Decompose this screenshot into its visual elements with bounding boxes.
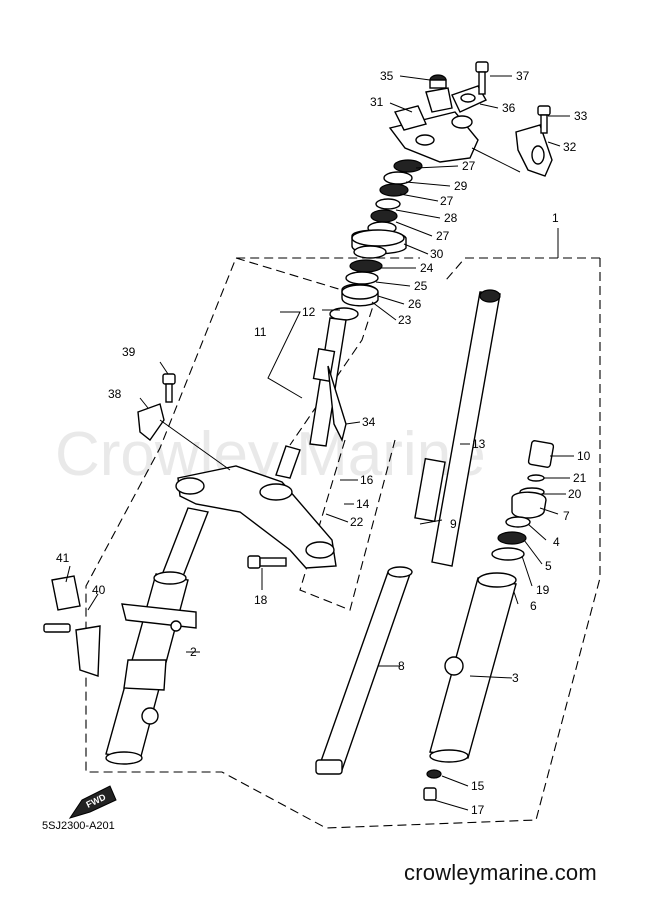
callout-39: 39 [122, 345, 136, 359]
callout-25: 25 [414, 279, 428, 293]
nut-35 [429, 74, 447, 89]
callout-31: 31 [370, 95, 384, 109]
fork-tube-left-inner [315, 289, 501, 775]
callout-21: 21 [573, 471, 587, 485]
callout-10: 10 [577, 449, 591, 463]
callout-19: 19 [536, 583, 550, 597]
callout-40: 40 [92, 583, 106, 597]
fork-tube-right [423, 440, 555, 801]
holder-32 [515, 124, 553, 177]
left-fork [105, 507, 209, 765]
callout-15: 15 [471, 779, 485, 793]
callout-30: 30 [430, 247, 444, 261]
bolt-18 [247, 555, 287, 569]
callout-16: 16 [360, 473, 374, 487]
callout-26: 26 [408, 297, 422, 311]
upper-bracket [388, 87, 479, 163]
callout-6: 6 [530, 599, 537, 613]
callout-1: 1 [552, 211, 559, 225]
callout-7: 7 [563, 509, 570, 523]
holder-36 [451, 85, 487, 113]
assembly-outline-2 [235, 257, 376, 446]
lower-bracket [175, 307, 359, 569]
callouts: 1 2 3 4 5 6 7 8 9 10 11 12 13 14 15 16 1… [56, 69, 591, 817]
leader-lines [65, 75, 574, 811]
callout-5: 5 [545, 559, 552, 573]
callout-9: 9 [450, 517, 457, 531]
callout-4: 4 [553, 535, 560, 549]
callout-14: 14 [356, 497, 370, 511]
steering-stack [341, 159, 423, 307]
bracket-40-41 [43, 575, 101, 677]
callout-18: 18 [254, 593, 268, 607]
fwd-arrow-icon: FWD [68, 785, 117, 819]
bolt-37 [475, 61, 489, 95]
callout-28: 28 [444, 211, 458, 225]
callout-20: 20 [568, 487, 582, 501]
bolt-33 [537, 105, 551, 134]
callout-32: 32 [563, 140, 577, 154]
clamp-38 [137, 403, 165, 442]
callout-24: 24 [420, 261, 434, 275]
callout-38: 38 [108, 387, 122, 401]
callout-23: 23 [398, 313, 412, 327]
site-url: crowleymarine.com [404, 860, 597, 885]
callout-27b: 27 [440, 194, 454, 208]
callout-22: 22 [350, 515, 364, 529]
assembly-outline-4 [299, 439, 396, 611]
callout-12: 12 [302, 305, 316, 319]
callout-34: 34 [362, 415, 376, 429]
bolt-39 [162, 373, 176, 403]
callout-27a: 27 [462, 159, 476, 173]
callout-37: 37 [516, 69, 530, 83]
diagram-code: 5SJ2300-A201 [42, 820, 115, 832]
callout-27c: 27 [436, 229, 450, 243]
callout-29: 29 [454, 179, 468, 193]
callout-2: 2 [190, 645, 197, 659]
assembly-outline-1 [85, 257, 601, 829]
assembly-outline-3 [445, 257, 600, 281]
callout-41: 41 [56, 551, 70, 565]
callout-8: 8 [398, 659, 405, 673]
callout-36: 36 [502, 101, 516, 115]
callout-3: 3 [512, 671, 519, 685]
callout-33: 33 [574, 109, 588, 123]
callout-35: 35 [380, 69, 394, 83]
callout-11: 11 [254, 325, 267, 339]
callout-17: 17 [471, 803, 485, 817]
callout-13: 13 [472, 437, 486, 451]
